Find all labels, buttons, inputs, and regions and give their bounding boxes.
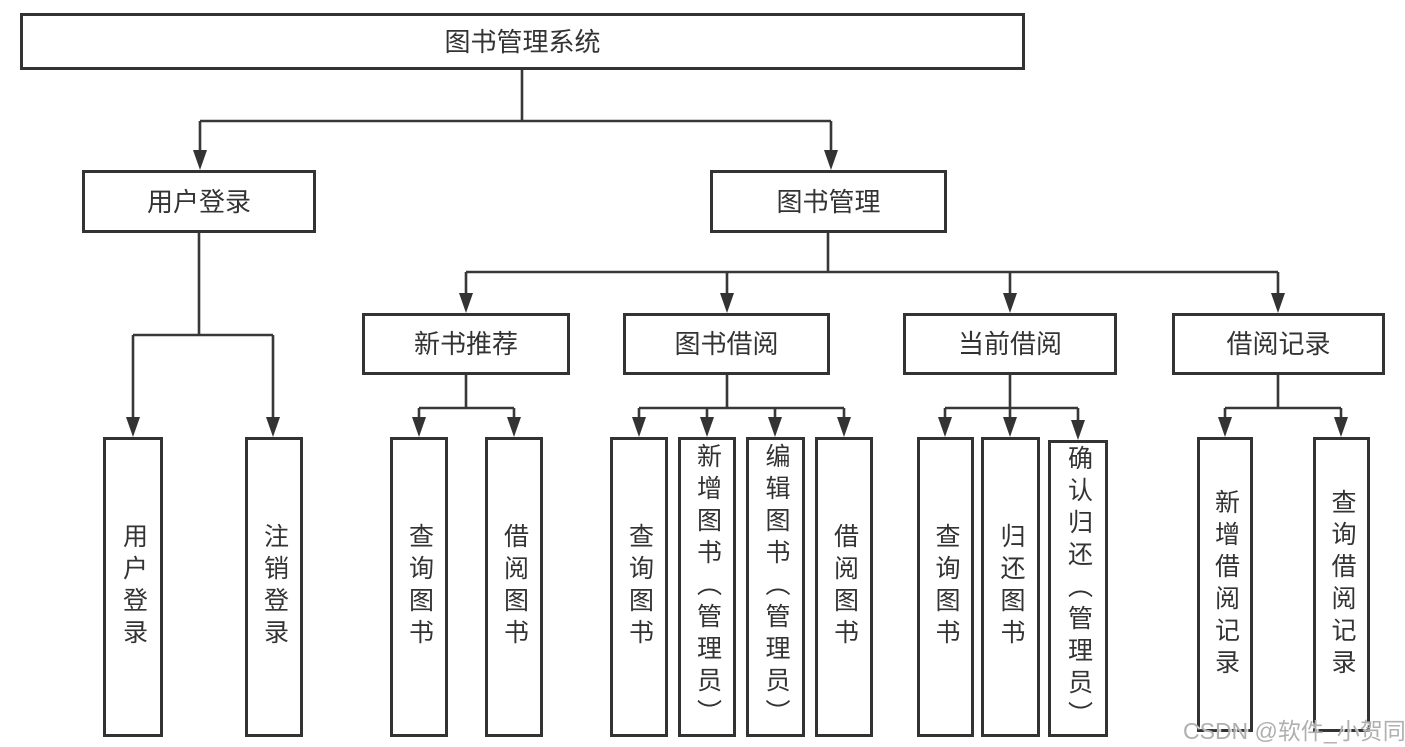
arrow-down-icon — [720, 293, 734, 313]
arrow-down-icon — [459, 293, 473, 313]
leaf-edit-books-admin: 编辑图书（管理员） — [746, 437, 805, 737]
arrow-down-icon — [1218, 417, 1232, 437]
arrow-down-icon — [824, 150, 838, 170]
arrow-down-icon — [938, 417, 952, 437]
arrow-down-icon — [837, 417, 851, 437]
arrow-down-icon — [1071, 420, 1085, 440]
arrow-down-icon — [1003, 417, 1017, 437]
leaf-user-login: 用户登录 — [103, 437, 163, 737]
leaf-query-books-borrow: 查询图书 — [610, 437, 668, 737]
leaf-logout: 注销登录 — [245, 437, 303, 737]
leaf-query-books-recommend: 查询图书 — [390, 437, 448, 737]
leaf-borrow-books: 借阅图书 — [815, 437, 873, 737]
arrow-down-icon — [768, 417, 782, 437]
node-user-login: 用户登录 — [82, 170, 316, 233]
csdn-watermark: CSDN @软件_小贺同学 — [1183, 718, 1405, 744]
arrow-down-icon — [126, 417, 140, 437]
node-book-borrowing: 图书借阅 — [623, 313, 830, 375]
node-borrowing-records: 借阅记录 — [1172, 313, 1385, 375]
node-current-borrowing: 当前借阅 — [903, 313, 1117, 375]
arrow-down-icon — [1271, 293, 1285, 313]
leaf-confirm-return-admin: 确认归还（管理员） — [1048, 440, 1108, 737]
node-new-book-recommendation: 新书推荐 — [362, 313, 570, 375]
leaf-borrow-books-recommend: 借阅图书 — [485, 437, 543, 737]
node-library-management-system: 图书管理系统 — [20, 13, 1025, 70]
leaf-query-books-current: 查询图书 — [917, 437, 974, 737]
arrow-down-icon — [266, 417, 280, 437]
arrow-down-icon — [507, 417, 521, 437]
node-book-management: 图书管理 — [710, 170, 947, 233]
arrow-down-icon — [700, 417, 714, 437]
arrow-down-icon — [632, 417, 646, 437]
leaf-query-borrow-record: 查询借阅记录 — [1313, 437, 1370, 732]
arrow-down-icon — [1334, 417, 1348, 437]
arrow-down-icon — [193, 150, 207, 170]
leaf-return-books: 归还图书 — [981, 437, 1040, 737]
leaf-add-borrow-record: 新增借阅记录 — [1197, 437, 1253, 732]
leaf-add-books-admin: 新增图书（管理员） — [678, 437, 736, 737]
arrow-down-icon — [412, 417, 426, 437]
arrow-down-icon — [1003, 293, 1017, 313]
